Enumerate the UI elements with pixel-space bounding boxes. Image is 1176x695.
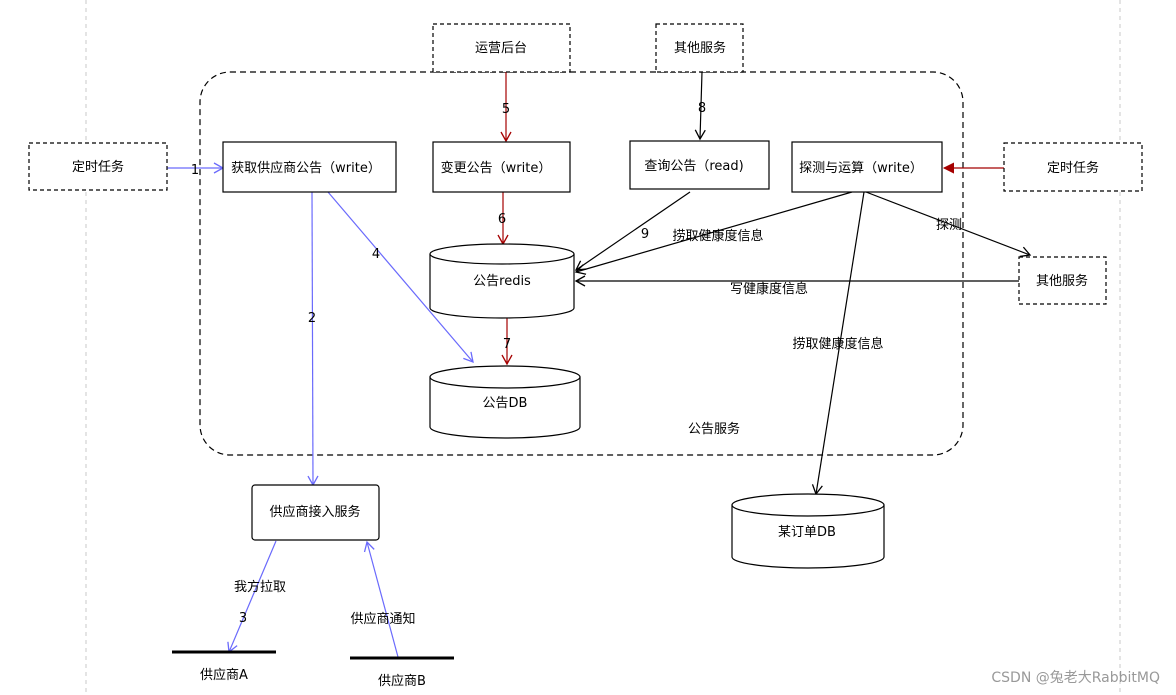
order-db-cylinder [731,493,885,569]
other-service-right-label: 其他服务 [1036,273,1088,289]
edge-4-label: 4 [372,247,380,262]
edge-write-health-label: 写健康度信息 [730,281,808,297]
other-service-right-box [1018,256,1107,305]
announcement-db-cylinder [429,365,581,439]
supplier-a-label: 供应商A [200,667,248,683]
edge-probe-redis-label: 捞取健康度信息 [672,228,763,244]
change-announcement-label: 变更公告（write） [441,160,552,176]
order-db-label: 某订单DB [778,525,836,540]
edge-3-label-text: 我方拉取 [234,579,286,595]
announcement-redis-label: 公告redis [473,274,531,289]
query-announcement-label: 查询公告（read) [644,159,743,174]
ops-backend-label: 运营后台 [475,41,527,56]
edge-4 [327,191,474,364]
fetch-announcement-label: 获取供应商公告（write） [231,160,381,176]
edge-8-label: 8 [698,101,706,116]
supplier-access-service-label: 供应商接入服务 [269,504,360,520]
query-announcement-box [629,140,770,190]
edge-2 [307,191,319,487]
other-service-top-box [655,23,744,73]
edge-8 [694,71,706,141]
edge-2-label: 2 [308,311,316,326]
announcement-service-label: 公告服务 [688,421,740,437]
fetch-announcement-box [222,141,397,193]
announcement-service-container [199,71,964,456]
announcement-redis-cylinder [429,243,575,319]
edge-7-label: 7 [503,337,511,352]
ops-backend-box [432,23,571,73]
other-service-top-label: 其他服务 [674,40,726,56]
edge-probe-orderdb-label: 捞取健康度信息 [792,336,883,352]
scheduled-task-left-box [28,142,168,191]
edge-probe-redis [574,191,853,275]
edge-probe-orderdb [811,191,865,496]
edge-6-label: 6 [498,212,506,227]
supplier-b-label: 供应商B [378,673,426,689]
edge-1-label: 1 [191,163,199,178]
edge-probe-other [865,191,1032,258]
scheduled-task-right-box [1003,142,1143,192]
edge-3 [227,540,277,654]
edge-9-label: 9 [641,227,649,242]
probe-compute-box [791,141,943,193]
probe-compute-label: 探测与运算（write） [799,161,923,176]
scheduled-task-left-label: 定时任务 [72,159,124,175]
csdn-watermark: CSDN @兔老大RabbitMQ [991,670,1160,686]
edge-supplier-notify [363,540,399,658]
announcement-db-label: 公告DB [483,396,528,411]
edge-3-label: 3 [239,611,247,626]
scheduled-task-right-label: 定时任务 [1047,160,1099,176]
edge-5-label: 5 [502,102,510,117]
supplier-access-service-box [251,484,380,541]
edge-9 [574,191,691,271]
edge-probe-other-label: 探测 [936,218,962,233]
edge-supplier-notify-label: 供应商通知 [350,611,415,627]
change-announcement-box [432,141,571,193]
